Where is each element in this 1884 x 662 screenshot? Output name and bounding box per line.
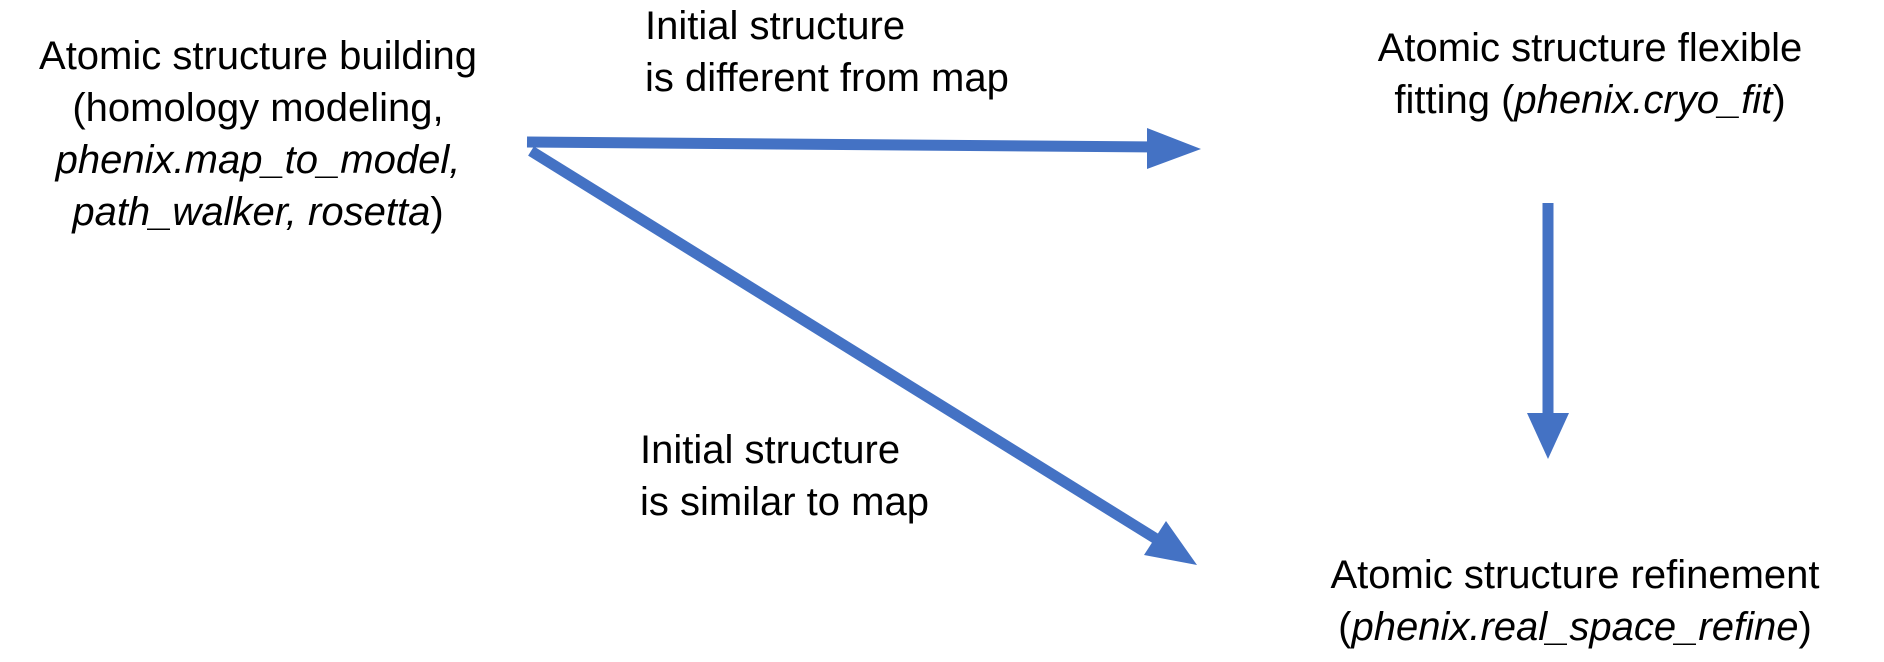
fitting-line-2: fitting (phenix.cryo_fit) [1310,74,1870,126]
similar-label-line-2: is similar to map [640,480,929,524]
building-line-4-tools: path_walker, rosetta [72,190,431,234]
building-line-4: path_walker, rosetta) [8,186,508,238]
building-to-fitting-arrow-shaft [526,136,1159,153]
edge-label-initial-structure-different: Initial structure is different from map [645,0,1085,104]
building-line-2: (homology modeling, [72,86,444,130]
node-atomic-structure-refinement: Atomic structure refinement (phenix.real… [1275,549,1875,653]
building-line-3: phenix.map_to_model, [55,138,461,182]
building-to-refinement-arrow [528,146,1197,565]
fitting-to-refinement-arrowhead [1527,413,1569,459]
node-atomic-structure-building: Atomic structure building (homology mode… [8,30,508,238]
different-label-line-1: Initial structure [645,4,906,48]
refinement-line-2-paren-close: ) [1798,605,1812,649]
building-to-fitting-arrowhead [1147,128,1201,169]
fitting-to-refinement-arrow [1527,203,1569,459]
refinement-line-2-tool: phenix.real_space_refine [1351,605,1799,649]
building-to-refinement-arrowhead [1144,521,1197,565]
edge-label-initial-structure-similar: Initial structure is similar to map [640,424,1080,528]
refinement-line-2: (phenix.real_space_refine) [1275,601,1875,653]
building-to-fitting-arrow [526,128,1201,169]
refinement-line-2-paren-open: ( [1338,605,1352,649]
fitting-line-1: Atomic structure flexible [1377,26,1803,70]
fitting-line-2-pre: fitting ( [1394,78,1515,122]
building-line-4-paren: ) [430,190,444,234]
similar-label-line-1: Initial structure [640,428,901,472]
different-label-line-2: is different from map [645,56,1009,100]
fitting-line-2-paren: ) [1772,78,1786,122]
building-to-refinement-arrow-shaft [528,146,1161,545]
refinement-line-1: Atomic structure refinement [1330,553,1820,597]
node-atomic-structure-flexible-fitting: Atomic structure flexible fitting (pheni… [1310,22,1870,126]
fitting-line-2-tool: phenix.cryo_fit [1514,78,1773,122]
building-line-1: Atomic structure building [39,34,477,78]
